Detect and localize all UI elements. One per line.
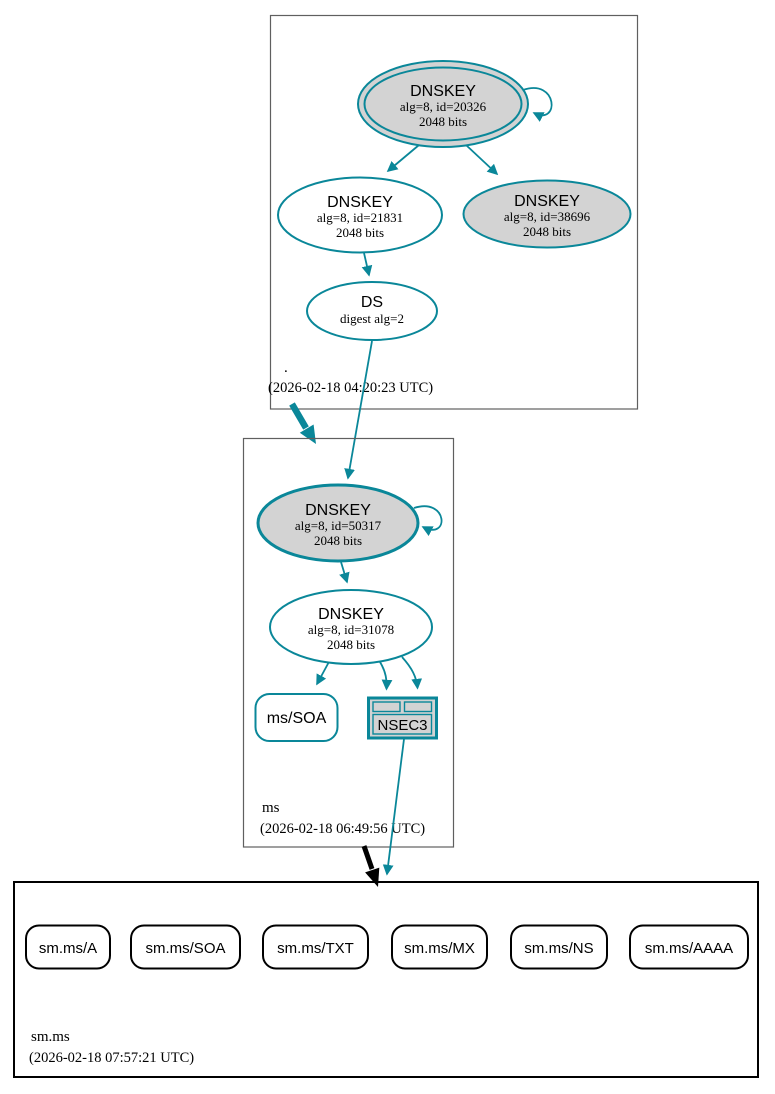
rrset-ms-soa-label: ms/SOA [267, 710, 327, 727]
nsec3-label: NSEC3 [377, 717, 427, 734]
edge-zsk31078-to-nsec3-right [401, 656, 423, 690]
edge-ksk50317-self-loop [413, 505, 443, 537]
dnskey-50317-alg: alg=8, id=50317 [295, 518, 382, 533]
edge-ksk20326-to-zsk21831 [386, 144, 420, 173]
zone-smms-analysis-time: (2026-02-18 07:57:21 UTC) [29, 1050, 194, 1066]
dnskey-38696-alg: alg=8, id=38696 [504, 209, 591, 224]
zone-box-smms [13, 881, 759, 1078]
edge-zsk21831-to-ds [361, 252, 373, 277]
rrset-node-smms-soa[interactable]: sm.ms/SOA [130, 924, 241, 970]
zone-smms: sm.ms/A sm.ms/SOA sm.ms/TXT sm.ms/MX sm.… [13, 881, 759, 1078]
rrset-smms-a-label: sm.ms/A [39, 940, 97, 957]
dnskey-50317-title: DNSKEY [305, 502, 371, 519]
edge-ms-delegation-to-smms [361, 845, 380, 887]
nsec3-node[interactable]: NSEC3 [367, 696, 438, 740]
rrset-node-smms-aaaa[interactable]: sm.ms/AAAA [629, 924, 749, 970]
dnskey-21831-bits: 2048 bits [336, 225, 384, 240]
dnskey-node-20326[interactable]: DNSKEY alg=8, id=20326 2048 bits [357, 60, 529, 148]
edge-ksk20326-to-key38696 [465, 144, 499, 176]
dnskey-31078-title: DNSKEY [318, 606, 384, 623]
dnskey-20326-alg: alg=8, id=20326 [400, 99, 487, 114]
rrset-node-smms-mx[interactable]: sm.ms/MX [391, 924, 488, 970]
rrset-smms-ns-label: sm.ms/NS [524, 940, 593, 957]
zone-smms-label: sm.ms [31, 1029, 70, 1045]
dnskey-node-38696[interactable]: DNSKEY alg=8, id=38696 2048 bits [462, 179, 632, 249]
dnskey-50317-bits: 2048 bits [314, 533, 362, 548]
dnskey-21831-title: DNSKEY [327, 194, 393, 211]
zone-root: DNSKEY alg=8, id=20326 2048 bits DNSKEY … [268, 14, 639, 410]
zone-ms: DNSKEY alg=8, id=50317 2048 bits DNSKEY … [242, 437, 455, 848]
rrset-smms-aaaa-label: sm.ms/AAAA [645, 940, 733, 957]
zone-ms-label: ms [262, 800, 280, 816]
edge-root-delegation-to-ms [289, 402, 316, 444]
dnskey-node-31078[interactable]: DNSKEY alg=8, id=31078 2048 bits [269, 589, 433, 665]
rrset-node-ms-soa[interactable]: ms/SOA [254, 693, 339, 742]
rrset-node-smms-txt[interactable]: sm.ms/TXT [262, 924, 369, 970]
dnskey-node-21831[interactable]: DNSKEY alg=8, id=21831 2048 bits [277, 176, 443, 254]
zone-box-ms [242, 437, 455, 848]
edge-ds-to-dnskey50317 [344, 340, 373, 480]
rrset-smms-soa-label: sm.ms/SOA [145, 940, 225, 957]
edge-ksk50317-to-zsk31078 [339, 561, 350, 584]
dnskey-node-50317[interactable]: DNSKEY alg=8, id=50317 2048 bits [256, 483, 420, 563]
rrset-node-smms-ns[interactable]: sm.ms/NS [510, 924, 608, 970]
dnskey-20326-title: DNSKEY [410, 83, 476, 100]
rrset-smms-txt-label: sm.ms/TXT [277, 940, 354, 957]
zone-box-root [269, 14, 639, 410]
edge-zsk31078-to-nsec3-left [379, 661, 393, 691]
zone-ms-analysis-time: (2026-02-18 06:49:56 UTC) [260, 821, 425, 837]
edge-nsec3-to-smms [382, 738, 405, 876]
rrset-smms-mx-label: sm.ms/MX [404, 940, 475, 957]
zone-root-analysis-time: (2026-02-18 04:20:23 UTC) [268, 380, 433, 396]
dnskey-31078-bits: 2048 bits [327, 637, 375, 652]
ds-title: DS [361, 294, 383, 311]
ds-node[interactable]: DS digest alg=2 [306, 281, 438, 341]
ds-digest: digest alg=2 [340, 311, 404, 326]
dnskey-20326-bits: 2048 bits [419, 114, 467, 129]
dnskey-38696-title: DNSKEY [514, 193, 580, 210]
dnskey-31078-alg: alg=8, id=31078 [308, 622, 394, 637]
edge-zsk31078-to-soa [316, 659, 331, 686]
dnskey-21831-alg: alg=8, id=21831 [317, 210, 403, 225]
dnskey-38696-bits: 2048 bits [523, 224, 571, 239]
edge-ksk20326-self-loop [522, 87, 553, 122]
zone-root-label: . [284, 360, 288, 376]
rrset-node-smms-a[interactable]: sm.ms/A [25, 924, 111, 970]
